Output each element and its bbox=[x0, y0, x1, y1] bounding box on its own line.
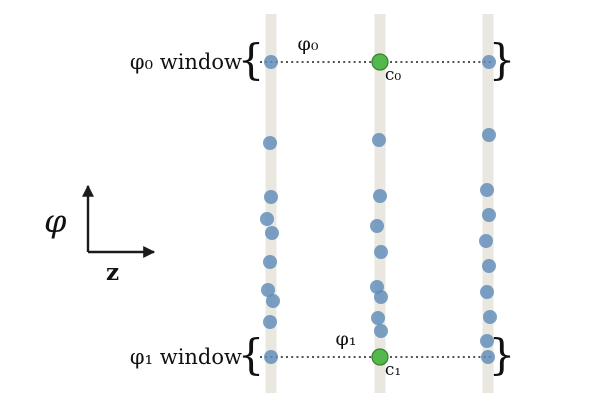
hit-dot-8 bbox=[266, 294, 280, 308]
phi0-left-brace: { bbox=[238, 35, 265, 84]
hit-dot-5 bbox=[265, 226, 279, 240]
hit-dot-26 bbox=[264, 350, 278, 364]
phi1-left-brace: { bbox=[238, 330, 265, 379]
hit-dot-27 bbox=[481, 350, 495, 364]
hit-dot-16 bbox=[371, 311, 385, 325]
phi1-window-label: φ₁ window bbox=[130, 345, 242, 369]
coordinate-axes: φz bbox=[44, 184, 156, 286]
hit-dot-4 bbox=[260, 212, 274, 226]
detector-layer-2 bbox=[482, 14, 494, 393]
detector-layer-1 bbox=[374, 14, 386, 393]
hit-dot-17 bbox=[374, 324, 388, 338]
hit-dot-7 bbox=[261, 283, 275, 297]
phi1-candidate-label: c₁ bbox=[385, 360, 401, 380]
hit-dot-1 bbox=[482, 55, 496, 69]
hit-dot-3 bbox=[264, 190, 278, 204]
phi0-phi-label: φ₀ bbox=[298, 33, 319, 55]
hit-dot-18 bbox=[482, 128, 496, 142]
phi-axis-label: φ bbox=[44, 202, 67, 240]
hit-dot-6 bbox=[263, 255, 277, 269]
hit-dot-15 bbox=[374, 290, 388, 304]
hit-dot-0 bbox=[264, 55, 278, 69]
hit-dot-22 bbox=[482, 259, 496, 273]
hit-dot-20 bbox=[482, 208, 496, 222]
hit-dot-19 bbox=[480, 183, 494, 197]
phi0-candidate-label: c₀ bbox=[385, 65, 402, 85]
hit-dot-21 bbox=[479, 234, 493, 248]
hit-dot-2 bbox=[263, 136, 277, 150]
phi0-candidate-dot bbox=[371, 53, 389, 71]
hit-dot-23 bbox=[480, 285, 494, 299]
phi0-window-label: φ₀ window bbox=[130, 50, 242, 74]
phi1-phi-label: φ₁ bbox=[336, 328, 357, 350]
hit-dot-24 bbox=[483, 310, 497, 324]
phi1-candidate-dot bbox=[371, 348, 389, 366]
hit-dot-25 bbox=[480, 334, 494, 348]
hit-dot-10 bbox=[372, 133, 386, 147]
hit-dot-9 bbox=[263, 315, 277, 329]
hit-dot-11 bbox=[373, 189, 387, 203]
hit-dot-12 bbox=[370, 219, 384, 233]
z-axis-label: z bbox=[106, 259, 119, 286]
hit-dots: c₀ c₁ bbox=[260, 53, 497, 380]
hit-dot-13 bbox=[374, 245, 388, 259]
